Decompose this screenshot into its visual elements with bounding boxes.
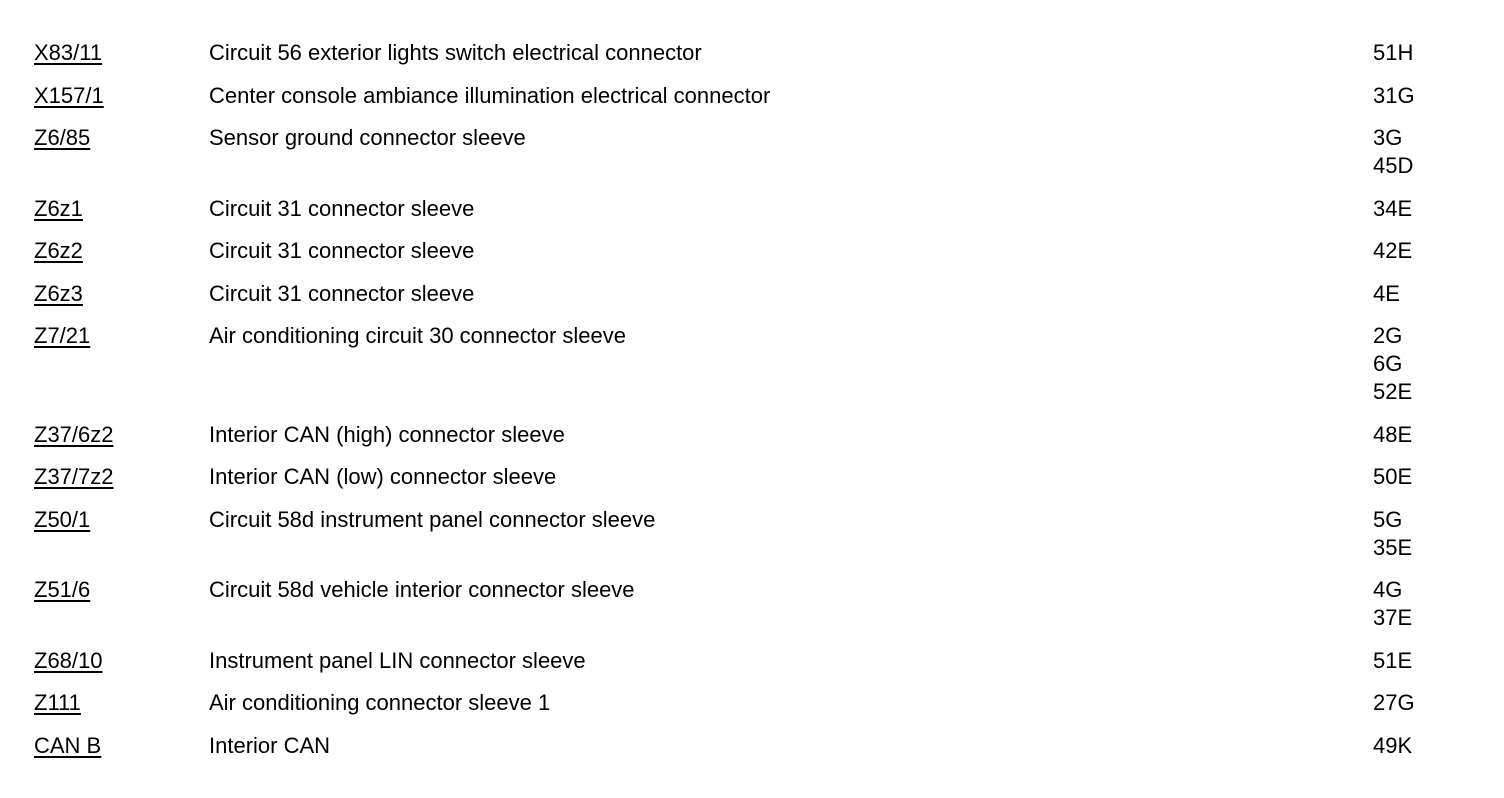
component-description: Center console ambiance illumination ele… <box>209 82 771 108</box>
grid-location: 31G <box>1373 82 1415 108</box>
location-list: 31G <box>1373 82 1474 110</box>
table-row: Z68/10 Instrument panel LIN connector sl… <box>34 647 1474 675</box>
grid-location: 2G <box>1373 323 1403 348</box>
location-list: 51H <box>1373 39 1474 67</box>
location-list: 42E <box>1373 237 1474 265</box>
grid-location: 42E <box>1373 238 1413 263</box>
grid-location: 34E <box>1373 195 1413 221</box>
component-description: Interior CAN <box>209 732 331 758</box>
grid-location: 27G <box>1373 690 1415 715</box>
location-list: 50E <box>1373 463 1474 491</box>
table-row: Z6/85 Sensor ground connector sleeve 3G … <box>34 124 1474 180</box>
location-list: 49K <box>1373 732 1474 760</box>
component-code-link[interactable]: Z37/7z2 <box>34 464 114 489</box>
grid-location: 5G <box>1373 506 1403 532</box>
grid-location: 49K <box>1373 732 1413 758</box>
component-code-link[interactable]: X83/11 <box>34 40 103 65</box>
component-code-link[interactable]: Z6/85 <box>34 125 91 150</box>
grid-location: 4E <box>1373 280 1400 306</box>
grid-location: 50E <box>1373 464 1413 489</box>
grid-location: 52E <box>1373 379 1413 404</box>
table-row: Z6z2 Circuit 31 connector sleeve 42E <box>34 237 1474 265</box>
grid-location: 4G <box>1373 577 1403 602</box>
component-code-link[interactable]: X157/1 <box>34 82 104 108</box>
component-description: Circuit 31 connector sleeve <box>209 238 475 263</box>
component-description: Circuit 31 connector sleeve <box>209 195 475 221</box>
table-row: Z6z3 Circuit 31 connector sleeve 4E <box>34 280 1474 308</box>
component-code-link[interactable]: Z6z3 <box>34 280 83 306</box>
component-code-link[interactable]: Z68/10 <box>34 647 103 673</box>
component-code-link[interactable]: Z50/1 <box>34 506 91 532</box>
location-list: 4E <box>1373 280 1474 308</box>
location-list: 3G 45D <box>1373 124 1474 180</box>
component-code-link[interactable]: CAN B <box>34 732 102 758</box>
component-code-link[interactable]: Z7/21 <box>34 323 91 348</box>
table-row: Z51/6 Circuit 58d vehicle interior conne… <box>34 576 1474 632</box>
location-list: 4G 37E <box>1373 576 1474 632</box>
table-row: Z37/7z2 Interior CAN (low) connector sle… <box>34 463 1474 491</box>
component-code-link[interactable]: Z6z2 <box>34 238 83 263</box>
component-description: Circuit 58d instrument panel connector s… <box>209 506 656 532</box>
location-list: 5G 35E <box>1373 506 1474 562</box>
table-row: Z111 Air conditioning connector sleeve 1… <box>34 689 1474 717</box>
grid-location: 45D <box>1373 153 1414 178</box>
table-row: X157/1 Center console ambiance illuminat… <box>34 82 1474 110</box>
grid-location: 37E <box>1373 605 1413 630</box>
table-row: Z37/6z2 Interior CAN (high) connector sl… <box>34 421 1474 449</box>
component-description: Interior CAN (high) connector sleeve <box>209 421 565 447</box>
grid-location: 51H <box>1373 40 1414 65</box>
component-legend-table: X83/11 Circuit 56 exterior lights switch… <box>34 39 1474 774</box>
component-description: Air conditioning circuit 30 connector sl… <box>209 323 627 348</box>
location-list: 2G 6G 52E <box>1373 322 1474 406</box>
component-code-link[interactable]: Z6z1 <box>34 195 83 221</box>
grid-location: 48E <box>1373 421 1413 447</box>
table-row: Z50/1 Circuit 58d instrument panel conne… <box>34 506 1474 562</box>
component-description: Air conditioning connector sleeve 1 <box>209 690 551 715</box>
component-code-link[interactable]: Z111 <box>34 690 81 715</box>
table-row: X83/11 Circuit 56 exterior lights switch… <box>34 39 1474 67</box>
location-list: 48E <box>1373 421 1474 449</box>
grid-location: 51E <box>1373 647 1413 673</box>
component-description: Circuit 58d vehicle interior connector s… <box>209 577 635 602</box>
table-row: Z6z1 Circuit 31 connector sleeve 34E <box>34 195 1474 223</box>
location-list: 27G <box>1373 689 1474 717</box>
component-description: Interior CAN (low) connector sleeve <box>209 464 557 489</box>
component-description: Instrument panel LIN connector sleeve <box>209 647 586 673</box>
component-code-link[interactable]: Z51/6 <box>34 577 91 602</box>
table-row: Z7/21 Air conditioning circuit 30 connec… <box>34 322 1474 406</box>
table-row: CAN B Interior CAN 49K <box>34 732 1474 760</box>
location-list: 34E <box>1373 195 1474 223</box>
component-description: Circuit 31 connector sleeve <box>209 280 475 306</box>
grid-location: 3G <box>1373 125 1403 150</box>
grid-location: 6G <box>1373 351 1403 376</box>
location-list: 51E <box>1373 647 1474 675</box>
component-description: Sensor ground connector sleeve <box>209 125 526 150</box>
component-code-link[interactable]: Z37/6z2 <box>34 421 114 447</box>
component-description: Circuit 56 exterior lights switch electr… <box>209 40 702 65</box>
grid-location: 35E <box>1373 534 1413 560</box>
